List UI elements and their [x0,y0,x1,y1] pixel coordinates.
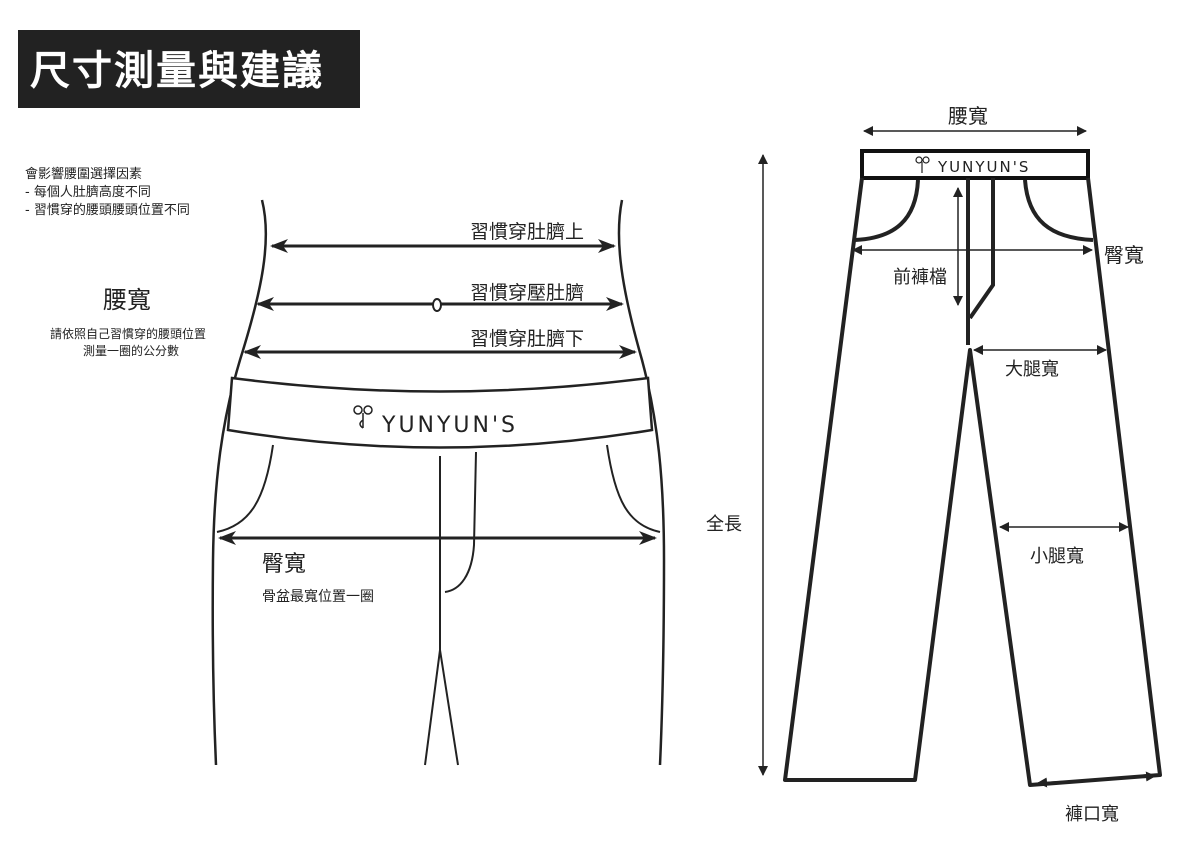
below-navel-label: 習慣穿肚臍下 [470,328,584,350]
pants-waist-label: 腰寬 [948,104,988,128]
body-diagram: YUNYUN'S 習慣穿肚臍上 習慣穿壓肚臍 習慣穿肚臍下 腰寬 請依照自己習慣… [50,199,666,766]
waist-desc: 測量一圈的公分數 [83,343,179,358]
waist-desc: 請依照自己習慣穿的腰頭位置 [50,326,206,341]
body-right-outline [617,199,666,766]
pants-hip-label: 臀寬 [1104,243,1144,267]
notes-heading: 會影響腰圍選擇因素 [25,166,142,182]
pants-waistband [860,149,1090,180]
leg-opening-arrow [1037,771,1156,788]
leg-opening-label: 褲口寬 [1065,804,1119,825]
fly-stitch [444,451,477,593]
above-navel-label: 習慣穿肚臍上 [470,221,584,243]
waistband [226,376,654,449]
notes-item: - 習慣穿的腰頭腰頭位置不同 [25,202,190,218]
pants-outline [783,177,1162,787]
brand-name: YUNYUN'S [381,413,518,438]
notes-item: - 每個人肚臍高度不同 [25,184,151,200]
brand-logo-icon [915,156,930,173]
calf-label: 小腿寬 [1030,546,1084,567]
thigh-label: 大腿寬 [1005,359,1059,380]
waist-label: 腰寬 [103,286,151,314]
on-navel-label: 習慣穿壓肚臍 [470,282,584,304]
pants-left-pocket [854,179,920,242]
total-length-label: 全長 [706,514,742,535]
navel-icon [432,298,442,312]
left-pocket [216,444,274,533]
notes: 會影響腰圍選擇因素 - 每個人肚臍高度不同 - 習慣穿的腰頭腰頭位置不同 [25,166,190,218]
right-pocket [606,444,661,533]
front-rise-label: 前褲檔 [893,267,947,288]
page-title: 尺寸測量與建議 [30,48,324,94]
pants-fly [966,178,995,345]
hip-label: 臀寬 [262,552,306,577]
pants-diagram: YUNYUN'S 腰寬 全長 臀寬 前褲檔 大腿寬 小腿寬 褲口寬 [706,104,1162,825]
body-left-outline [211,199,268,766]
crotch-seam [424,456,459,766]
title-banner: 尺寸測量與建議 [18,30,360,108]
pants-right-pocket [1023,179,1094,242]
brand-logo-icon [353,405,373,429]
hip-desc: 骨盆最寬位置一圈 [262,588,374,605]
pants-brand-name: YUNYUN'S [937,158,1030,176]
